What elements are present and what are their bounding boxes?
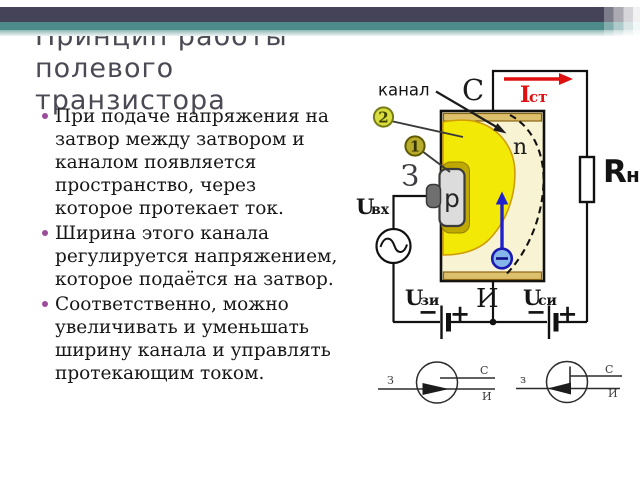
jfet-right-drain-label: С [605, 363, 613, 376]
channel-label: канал [378, 81, 430, 100]
jfet-left-drain-label: С [480, 364, 488, 377]
header-teal-fade-bar [0, 30, 640, 36]
circuit-wires [392, 69, 589, 324]
bullet-item: При подаче напряжения на затвор между за… [40, 105, 370, 220]
jfet-right-gate-label: з [520, 373, 526, 386]
callout-2-badge [372, 106, 395, 128]
bullet-item: Соответственно, можно увеличивать и умен… [40, 293, 370, 385]
bullet-text-line: регулируется напряжением, [55, 246, 338, 267]
callout-1-leader [421, 150, 451, 173]
battery-gate-source [440, 305, 451, 339]
bullet-text-line: увеличивать и уменьшать [55, 317, 309, 338]
ac-sine-wave [379, 237, 408, 253]
jfet-left-gate-arrow [422, 383, 449, 395]
callout-1-badge [404, 135, 426, 157]
channel-boundary-dashed [505, 114, 545, 275]
battery-drain-source [547, 305, 559, 339]
battery-left-plus: + [450, 299, 470, 328]
jfet-left-gate-label: З [387, 374, 394, 387]
wire-junction-dot [489, 318, 497, 326]
bullet-text-line: пространство, через [55, 175, 257, 196]
channel-arrow-line [435, 90, 501, 130]
battery-right-plus: + [558, 299, 578, 328]
bullet-text-line: Ширина этого канала [55, 223, 270, 244]
header-teal-bar [0, 22, 640, 30]
drain-terminal-label: С [462, 73, 484, 107]
jfet-symbol-left [378, 361, 495, 404]
jfet-left-source-label: И [482, 390, 492, 403]
load-resistor-label: R [603, 154, 627, 190]
drain-source-voltage-label: U [523, 285, 541, 310]
drain-contact-strip [442, 112, 543, 122]
gate-terminal-label: З [401, 159, 419, 193]
header-navy-bar [0, 7, 640, 22]
drain-source-voltage-sub: си [538, 293, 557, 309]
channel-arrowhead [493, 123, 507, 134]
bullet-text-line: При подаче напряжения на [55, 106, 329, 127]
bullet-text-line: затвор между затвором и [55, 129, 305, 150]
gate-source-voltage-label: U [405, 285, 423, 310]
n-region-label: n [513, 135, 527, 160]
jfet-right-gate-arrow [547, 382, 571, 395]
load-resistor-symbol [578, 155, 596, 204]
bullet-list: При подаче напряжения на затвор между за… [40, 105, 370, 385]
callout-2-number: 2 [378, 109, 388, 127]
callout-2-leader [390, 120, 464, 138]
p-region-label: p [444, 184, 460, 213]
input-voltage-sub: вх [371, 202, 390, 218]
bullet-text-line: ширину канала и управлять [55, 340, 331, 361]
electron-arrowhead [495, 191, 509, 205]
header-right-fade [596, 0, 640, 38]
callout-1-number: 1 [410, 138, 420, 156]
bullet-item: Ширина этого канала регулируется напряже… [40, 222, 370, 291]
gate-lead-knob [425, 183, 442, 209]
gate-source-voltage-sub: зи [420, 293, 439, 309]
bullet-marker [42, 230, 48, 236]
drain-current-arrowhead [559, 73, 573, 85]
bullet-text-line: Соответственно, можно [55, 294, 289, 315]
title-line: транзистора [35, 85, 226, 116]
drain-current-sub: ст [529, 88, 547, 106]
battery-right-minus: − [526, 297, 546, 326]
battery-left-minus: − [418, 297, 438, 326]
bullet-marker [42, 301, 48, 307]
input-voltage-label: U [356, 194, 374, 219]
bullet-text-line: которое подаётся на затвор. [55, 269, 334, 290]
source-contact-strip [442, 271, 543, 281]
bullet-text-line: протекающим током. [55, 363, 265, 384]
source-terminal-label: И [476, 284, 499, 314]
bullet-text-line: которое протекает ток. [55, 198, 284, 219]
bullet-marker [42, 113, 48, 119]
load-resistor-sub: н [626, 163, 640, 187]
bullet-text-line: каналом появляется [55, 152, 257, 173]
title-line: полевого [35, 53, 175, 84]
jfet-right-source-label: И [608, 387, 618, 400]
drain-current-label: I [520, 82, 530, 108]
